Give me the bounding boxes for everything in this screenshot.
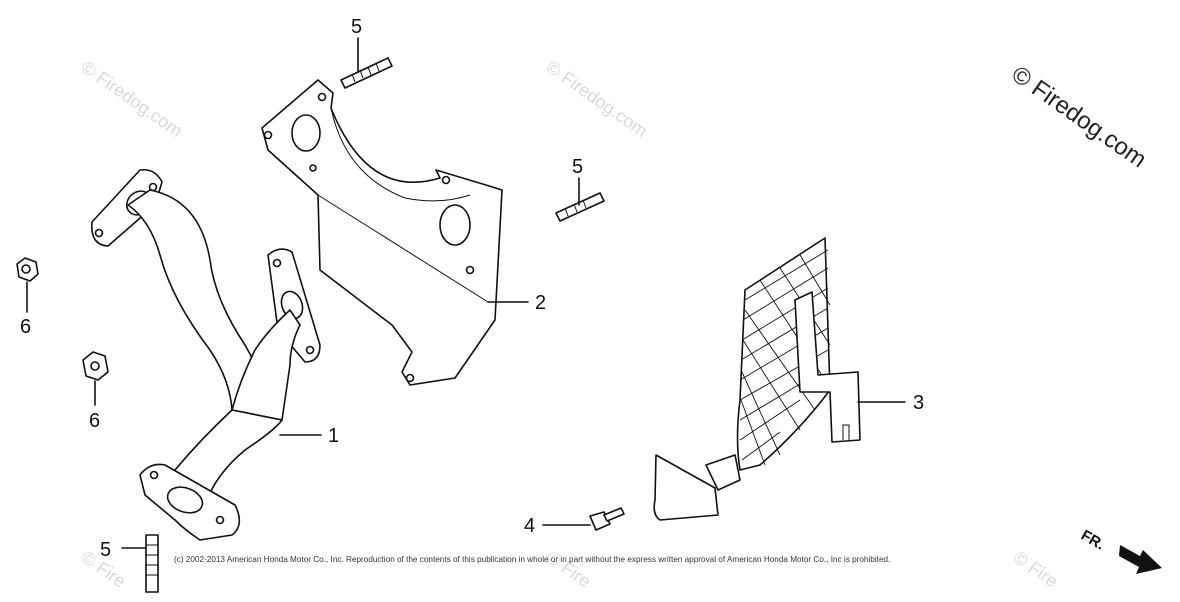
- callout-part-5-middle: 5: [572, 156, 583, 178]
- callout-part-5-bottom: 5: [100, 539, 111, 561]
- part-4-bolt: [589, 507, 625, 531]
- watermark-faint-bottom-center: © Fire: [543, 547, 595, 592]
- part-3-screen: [653, 237, 861, 521]
- callout-part-3: 3: [913, 392, 924, 414]
- callout-part-1: 1: [328, 425, 339, 447]
- watermark-main: © Firedog.com: [1007, 61, 1152, 174]
- part-1-exhaust-pipe: [91, 168, 321, 541]
- callout-part-6-upper: 6: [20, 316, 31, 338]
- part-6-nut-upper: [16, 257, 39, 282]
- watermark-faint-center: © Firedog.com: [543, 57, 651, 141]
- callout-part-4: 4: [524, 515, 535, 537]
- callout-part-2: 2: [535, 292, 546, 314]
- part-2-heat-shield: [261, 79, 503, 386]
- callout-part-5-top: 5: [351, 16, 362, 38]
- leader-lines: [26, 37, 906, 549]
- part-5-stud-bottom: [145, 534, 159, 593]
- forward-arrow-icon: [1119, 545, 1162, 574]
- watermark-faint-bottom-right: © Fire: [1010, 547, 1062, 592]
- part-5-stud-middle: [555, 192, 605, 222]
- callout-labels: 5 5 2 3 1 4 5 6 6: [20, 16, 924, 561]
- copyright-notice: (c) 2002-2013 American Honda Motor Co., …: [174, 555, 890, 564]
- watermark-faint-left: © Firedog.com: [78, 57, 186, 141]
- front-label: FR.: [1078, 527, 1107, 554]
- part-6-nut-lower: [82, 351, 109, 381]
- front-direction-indicator: FR.: [1078, 527, 1162, 574]
- callout-part-6-lower: 6: [89, 410, 100, 432]
- part-5-stud-top: [340, 57, 393, 89]
